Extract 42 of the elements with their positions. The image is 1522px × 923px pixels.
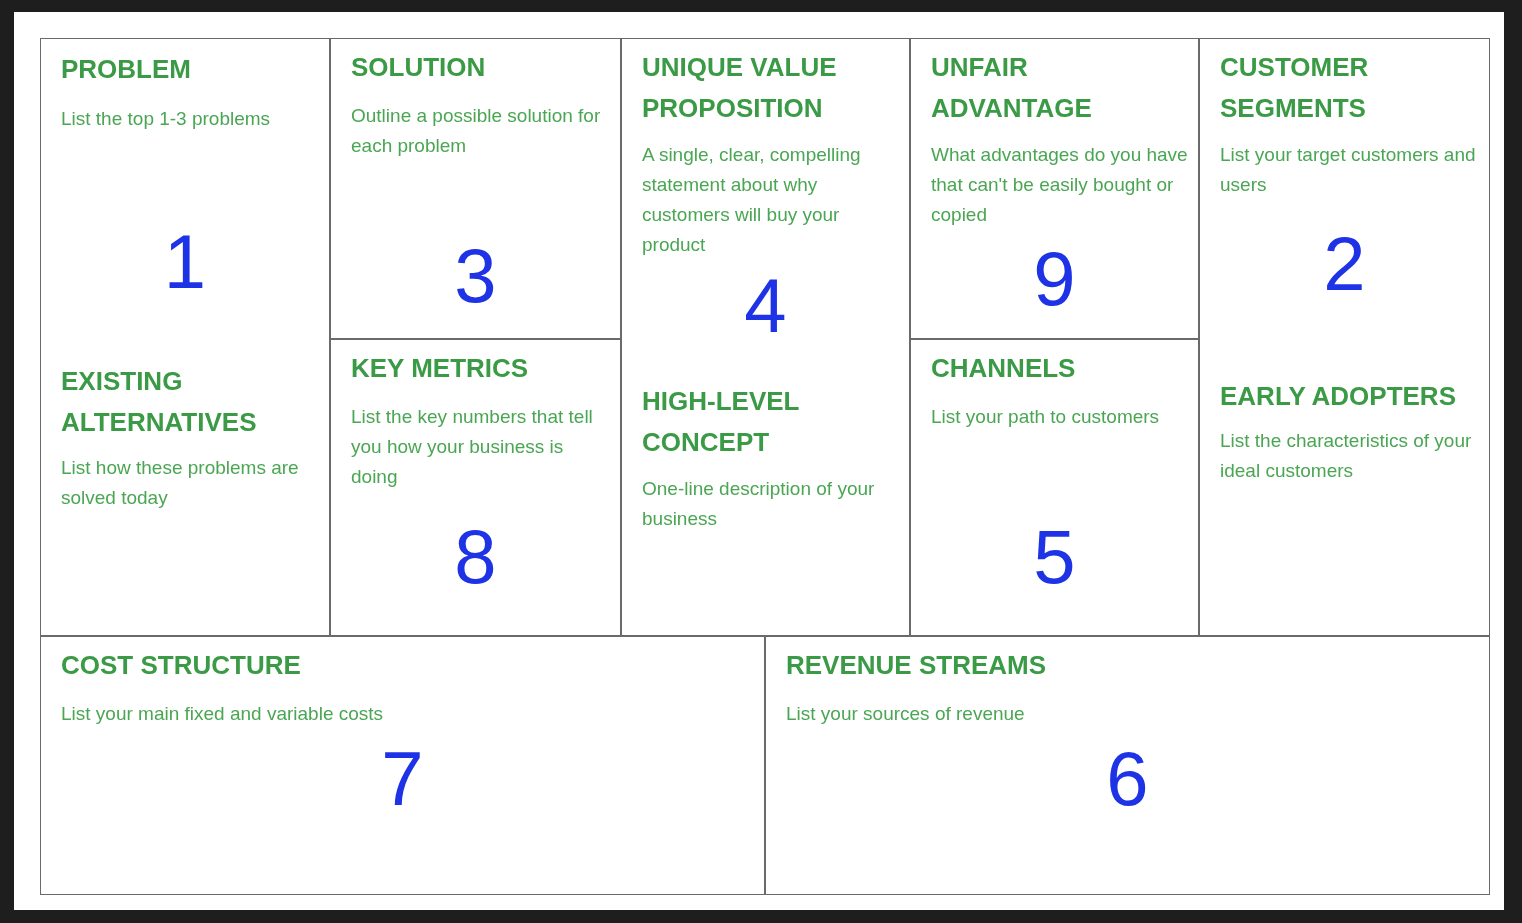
section-description: Outline a possible solution for each problem [351,104,602,158]
section-description: List the characteristics of your ideal customers [1220,429,1473,483]
section-number: 9 [1033,235,1076,323]
section-number: 7 [381,735,424,823]
section-number: 6 [1106,735,1149,823]
canvas-cell [40,636,765,895]
canvas-cell [330,339,621,636]
section-description: List your main fixed and variable costs [61,702,385,726]
canvas-cell [621,38,910,636]
section-number: 4 [744,262,787,350]
canvas-cell [910,38,1199,339]
section-heading: HIGH-LEVEL CONCEPT [642,385,800,459]
section-description: List the top 1-3 problems [61,107,272,131]
section-number: 3 [454,232,497,320]
section-description: List your sources of revenue [786,702,1026,726]
section-heading: CUSTOMER SEGMENTS [1220,51,1370,125]
section-heading: EARLY ADOPTERS [1220,380,1457,413]
section-number: 1 [163,218,207,306]
section-number: 2 [1323,220,1366,308]
section-heading: KEY METRICS [351,352,530,385]
section-heading: UNFAIR ADVANTAGE [931,51,1093,125]
canvas-cell [330,38,621,339]
section-heading: SOLUTION [351,51,487,84]
section-number: 8 [454,513,497,601]
section-heading: UNIQUE VALUE PROPOSITION [642,51,838,125]
canvas-cell [40,38,330,636]
section-number: 5 [1033,513,1076,601]
section-description: What advantages do you have that can't be easily bought or copied [931,143,1188,227]
section-description: List your target customers and users [1220,143,1477,197]
section-description: A single, clear, compelling statement about why customers will buy your product [642,143,862,257]
section-description: List how these problems are solved today [61,456,300,510]
section-description: List the key numbers that tell you how your business is doing [351,405,594,489]
section-heading: COST STRUCTURE [61,649,302,682]
canvas-cell [910,339,1199,636]
section-description: One-line description of your business [642,477,876,531]
section-heading: REVENUE STREAMS [786,649,1048,682]
section-heading: PROBLEM [61,53,192,86]
section-description: List your path to customers [931,405,1161,429]
canvas-cell [765,636,1490,895]
section-heading: EXISTING ALTERNATIVES [61,365,258,439]
section-heading: CHANNELS [931,352,1077,385]
canvas-cell [1199,38,1490,636]
